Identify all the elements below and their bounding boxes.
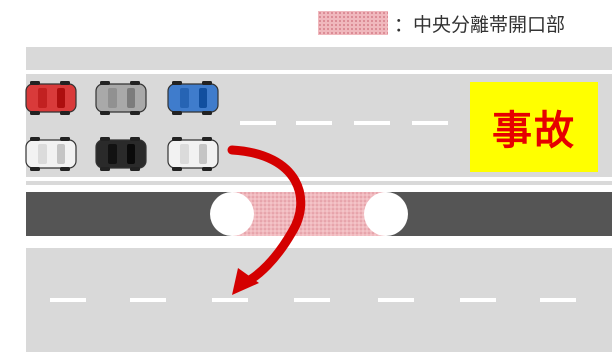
car-red <box>25 81 77 115</box>
central-median <box>26 192 612 236</box>
car-white <box>25 137 77 171</box>
legend: ：中央分離帯開口部 <box>318 10 565 36</box>
upper-shoulder-line <box>26 177 612 181</box>
car-gray <box>95 81 147 115</box>
legend-label: ：中央分離帯開口部 <box>394 13 566 36</box>
lower-lane-divider <box>50 298 576 302</box>
car-blue <box>167 81 219 115</box>
u-turn-arrow-icon <box>227 145 306 295</box>
car-white <box>167 137 219 171</box>
median-opening <box>232 192 386 236</box>
median-opening-swatch <box>318 11 388 35</box>
vehicles <box>25 81 219 171</box>
upper-edge-line <box>26 70 612 74</box>
upper-lane-divider <box>240 121 448 125</box>
car-black <box>95 137 147 171</box>
accident-sign <box>470 82 598 172</box>
